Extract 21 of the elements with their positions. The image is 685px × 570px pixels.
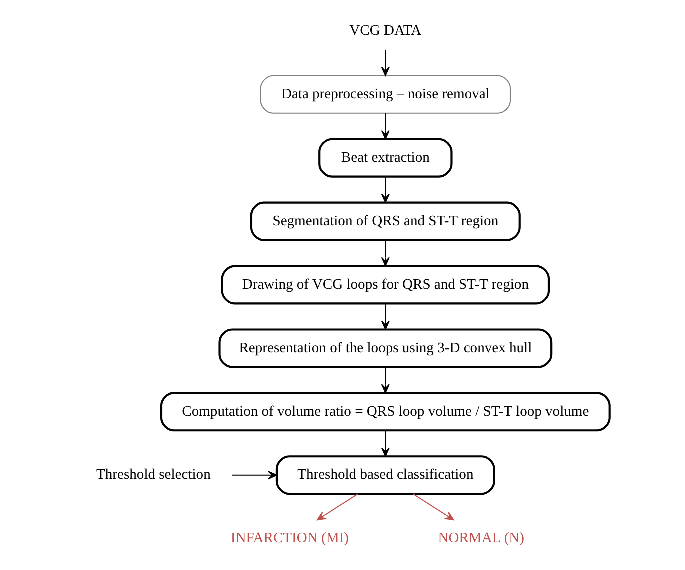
arrow (317, 494, 358, 521)
node-box: Computation of volume ratio = QRS loop volume / ST-T loop volume (160, 392, 611, 432)
arrow (381, 113, 390, 140)
node-box: Threshold based classification (276, 456, 496, 496)
node-box: Beat extraction (318, 138, 453, 178)
arrow (232, 471, 278, 480)
arrow (381, 50, 390, 76)
arrow (381, 240, 390, 267)
arrow (381, 367, 390, 394)
node-box: Representation of the loops using 3-D convex hull (218, 328, 553, 368)
arrow (381, 430, 390, 457)
node-text: INFARCTION (MI) (230, 530, 350, 547)
node-text: VCG DATA (350, 23, 422, 40)
node-box: Drawing of VCG loops for QRS and ST-T region (221, 265, 550, 305)
arrow (381, 176, 390, 204)
node-box: Segmentation of QRS and ST-T region (250, 202, 521, 242)
node-box: Data preprocessing – noise removal (260, 75, 512, 114)
node-text: Threshold selection (96, 467, 211, 484)
node-text: NORMAL (N) (438, 530, 525, 547)
arrow (413, 494, 454, 521)
arrow (381, 304, 390, 330)
